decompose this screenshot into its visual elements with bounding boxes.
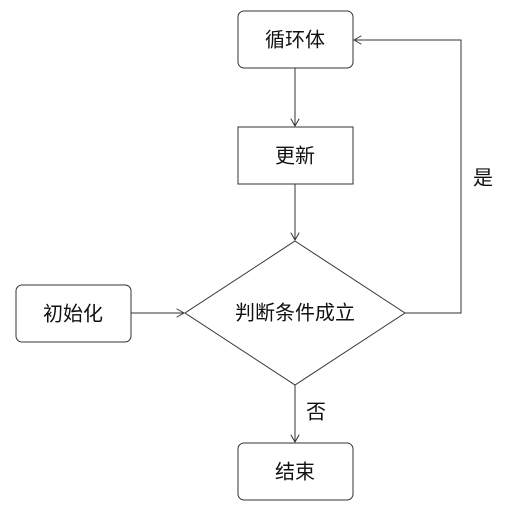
node-end-shape [237, 442, 354, 501]
edge-loop-body-to-update-arrowhead [290, 118, 300, 127]
node-init: 初始化 [15, 284, 132, 343]
edge-condition-yes-line [354, 39, 462, 314]
node-update-label: 更新 [275, 144, 315, 168]
edge-condition-no-arrowhead [290, 434, 300, 443]
node-update-shape [237, 126, 354, 185]
edge-update-to-condition [290, 184, 300, 241]
edge-condition-no-to-end: 否 [290, 385, 326, 443]
edge-update-to-condition-arrowhead [290, 232, 300, 241]
edge-loop-body-to-update [290, 68, 300, 127]
node-loop-body-label: 循环体 [265, 28, 325, 52]
edge-yes-label: 是 [473, 166, 493, 190]
edge-no-label: 否 [306, 400, 326, 424]
node-end-label: 结束 [275, 460, 315, 484]
node-init-label: 初始化 [43, 302, 103, 326]
node-condition: 判断条件成立 [184, 240, 406, 386]
edge-condition-yes-arrowhead [353, 35, 362, 45]
node-end: 结束 [237, 442, 354, 501]
edge-init-to-condition [131, 308, 185, 318]
edge-init-to-condition-arrowhead [176, 308, 185, 318]
node-update: 更新 [237, 126, 354, 185]
node-condition-label: 判断条件成立 [235, 301, 355, 325]
edge-condition-yes-to-loop-body: 是 [353, 35, 493, 314]
node-loop-body: 循环体 [237, 10, 354, 69]
